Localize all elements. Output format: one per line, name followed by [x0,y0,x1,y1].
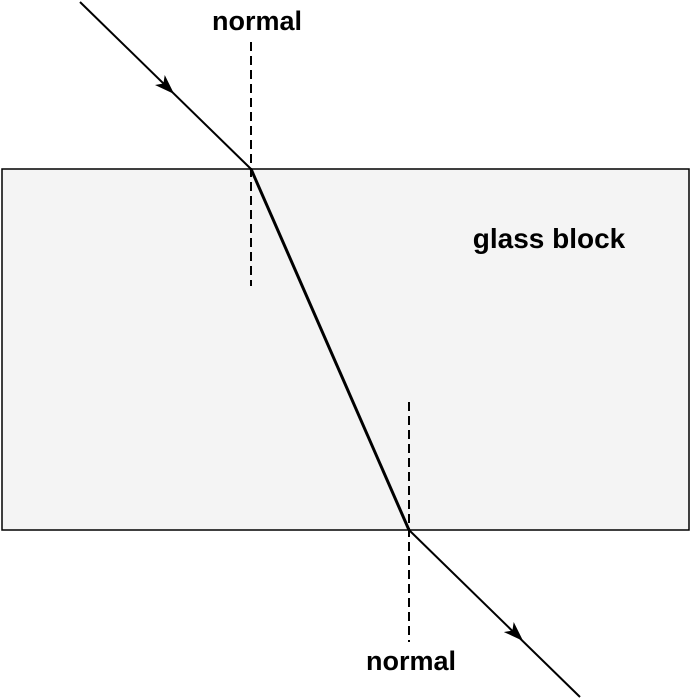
glass-block [1,168,690,531]
refracted-ray [249,168,411,531]
normal-label-top: normal [212,6,302,36]
normal-label-bottom: normal [366,646,456,676]
glass-block-label: glass block [473,223,626,254]
emergent-ray [408,529,581,698]
